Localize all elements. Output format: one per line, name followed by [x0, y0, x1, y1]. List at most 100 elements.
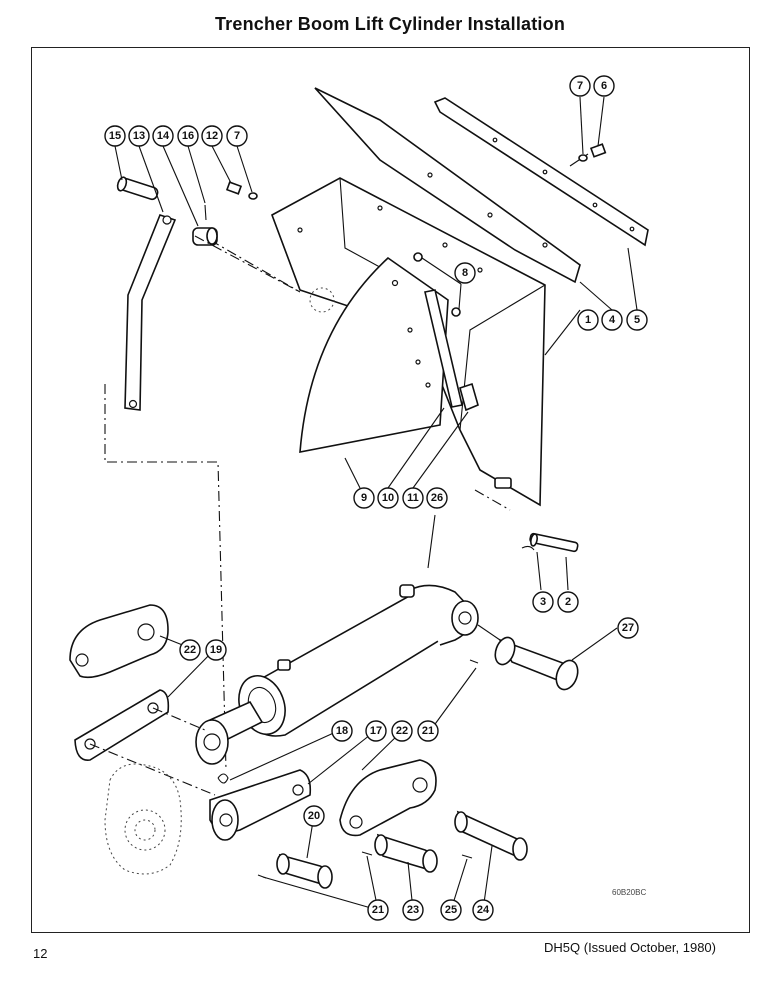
callout-3: 3 — [532, 591, 554, 613]
callout-2: 2 — [557, 591, 579, 613]
cotter-part-3 — [521, 545, 535, 551]
callout-4: 4 — [601, 309, 623, 331]
bracket-part-22-right — [339, 759, 437, 837]
callout-5: 5 — [626, 309, 648, 331]
callout-22-right: 22 — [391, 720, 413, 742]
plate-part-4 — [314, 87, 581, 284]
hidden-pump-outline — [104, 763, 182, 875]
svg-text:3: 3 — [540, 596, 546, 608]
assembly-line-6 — [89, 743, 216, 796]
svg-text:5: 5 — [634, 314, 640, 326]
pin-part-24 — [454, 810, 528, 861]
svg-text:4: 4 — [609, 314, 616, 326]
callout-21-right: 21 — [417, 720, 439, 742]
callout-20: 20 — [303, 805, 325, 827]
assembly-line-5 — [477, 624, 501, 641]
callout-21-bottom: 21 — [367, 899, 389, 921]
svg-text:27: 27 — [622, 622, 634, 634]
plate-part-19 — [74, 689, 170, 761]
deflector-part-9 — [299, 256, 449, 453]
svg-text:17: 17 — [370, 725, 382, 737]
callout-1: 1 — [577, 309, 599, 331]
callout-18: 18 — [331, 720, 353, 742]
svg-text:1: 1 — [585, 314, 591, 326]
bar-part-10 — [424, 289, 463, 408]
pin-part-20 — [276, 853, 333, 889]
washer-part-7-top — [578, 154, 588, 162]
block-part-11 — [459, 382, 479, 412]
leader-lines — [114, 96, 638, 911]
nut-part-8-b — [451, 307, 461, 317]
svg-text:10: 10 — [382, 492, 394, 504]
svg-text:21: 21 — [422, 725, 434, 737]
callout-6: 6 — [593, 75, 615, 97]
washer-part-7-left — [248, 192, 258, 200]
callout-7-left: 7 — [226, 125, 248, 147]
nut-part-8-a — [413, 252, 423, 262]
assembly-line-3 — [104, 384, 227, 771]
callout-8: 8 — [454, 262, 476, 284]
strip-part-5 — [433, 97, 649, 247]
callout-26: 26 — [426, 487, 448, 509]
svg-text:26: 26 — [431, 492, 443, 504]
svg-text:7: 7 — [234, 130, 240, 142]
callout-27: 27 — [617, 617, 639, 639]
page-number: 12 — [33, 946, 48, 961]
cotter-part-21-b — [361, 851, 373, 856]
callout-7-top: 7 — [569, 75, 591, 97]
svg-text:25: 25 — [445, 904, 457, 916]
cotter-part-25 — [461, 854, 473, 859]
callout-22-left: 22 — [179, 639, 201, 661]
callout-19: 19 — [205, 639, 227, 661]
callout-13: 13 — [128, 125, 150, 147]
document-reference: DH5Q (Issued October, 1980) — [544, 940, 716, 955]
callout-10: 10 — [377, 487, 399, 509]
cotter-part-21-right — [469, 659, 479, 664]
svg-text:6: 6 — [601, 80, 607, 92]
svg-text:14: 14 — [157, 130, 170, 142]
bolt-part-12 — [225, 181, 243, 195]
svg-text:7: 7 — [577, 80, 583, 92]
assembly-line-7 — [152, 707, 206, 731]
assembly-line-1 — [209, 239, 301, 293]
svg-text:24: 24 — [477, 904, 490, 916]
page-title: Trencher Boom Lift Cylinder Installation — [214, 14, 566, 34]
clevis-part-17 — [209, 769, 312, 841]
figure-frame — [31, 47, 750, 933]
svg-text:2: 2 — [565, 596, 571, 608]
pin-part-23 — [374, 833, 438, 873]
callout-17: 17 — [365, 720, 387, 742]
pin-part-2 — [529, 532, 579, 553]
svg-text:20: 20 — [308, 810, 320, 822]
svg-text:23: 23 — [407, 904, 419, 916]
callout-12: 12 — [201, 125, 223, 147]
callout-16: 16 — [177, 125, 199, 147]
svg-text:8: 8 — [462, 267, 468, 279]
figure-code: 60B20BC — [612, 888, 646, 897]
svg-text:12: 12 — [206, 130, 218, 142]
pin-part-27 — [494, 636, 579, 691]
bolt-part-6 — [569, 143, 607, 167]
bracket-part-22-left — [69, 604, 169, 679]
svg-text:22: 22 — [396, 725, 408, 737]
callout-14: 14 — [152, 125, 174, 147]
callout-24: 24 — [472, 899, 494, 921]
callout-15: 15 — [104, 125, 126, 147]
shield-pin-boss — [494, 477, 512, 489]
svg-text:9: 9 — [361, 492, 367, 504]
callout-25: 25 — [440, 899, 462, 921]
svg-text:11: 11 — [407, 492, 419, 504]
callout-9: 9 — [353, 487, 375, 509]
bushing-part-14 — [192, 227, 218, 246]
callout-23: 23 — [402, 899, 424, 921]
cotter-part-18 — [217, 773, 229, 784]
svg-text:15: 15 — [109, 130, 121, 142]
hidden-bushing — [309, 287, 335, 313]
svg-text:18: 18 — [336, 725, 348, 737]
svg-text:19: 19 — [210, 644, 222, 656]
assembly-line-2 — [474, 489, 511, 511]
arm-part-13 — [124, 214, 177, 411]
svg-text:22: 22 — [184, 644, 196, 656]
cotter-part-16 — [204, 204, 207, 221]
